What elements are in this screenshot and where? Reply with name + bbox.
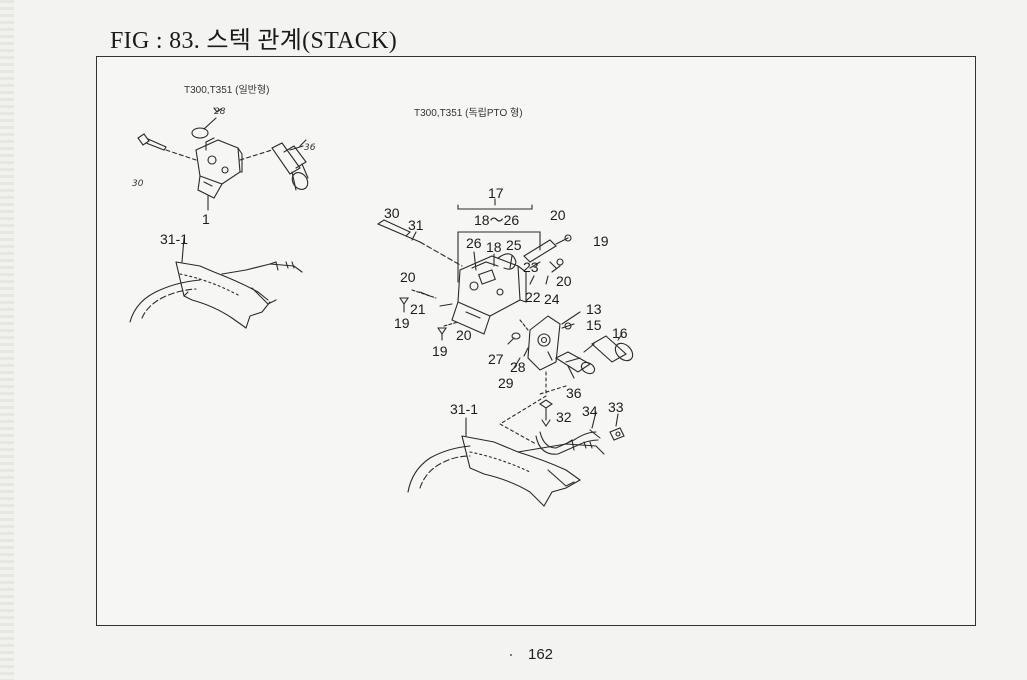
callout-28: 28	[510, 359, 526, 375]
left-diagram-caption: T300,T351 (일반형)	[184, 84, 269, 96]
callout-34: 34	[582, 403, 598, 419]
callout-36: 36	[566, 385, 582, 401]
callout-18: 18	[486, 239, 502, 255]
callout-left-28: 28	[214, 107, 226, 117]
callout-13: 13	[586, 301, 602, 317]
callout-left-36: 36	[304, 143, 316, 153]
callout-19-top: 19	[593, 233, 609, 249]
callout-left-30: 30	[132, 179, 144, 189]
binder-edge	[0, 0, 14, 680]
callout-21: 21	[410, 301, 426, 317]
callout-left-1: 1	[202, 211, 210, 227]
left-stack-assembly	[129, 107, 309, 329]
callout-20-top: 20	[550, 207, 566, 223]
callout-27: 27	[488, 351, 504, 367]
callout-24: 24	[544, 291, 560, 307]
callout-left-31-1: 31-1	[160, 231, 188, 247]
callout-23: 23	[523, 259, 539, 275]
callout-18-26: 18～26	[474, 212, 519, 228]
callout-19-bottom: 19	[432, 343, 448, 359]
callout-17: 17	[488, 185, 504, 201]
callout-26: 26	[466, 235, 482, 251]
callout-20-mid: 20	[556, 273, 572, 289]
figure-title: FIG : 83. 스텍 관계(STACK)	[110, 28, 398, 54]
diagram-frame	[96, 56, 976, 626]
callout-31-1: 31-1	[450, 401, 478, 417]
callout-20-left: 20	[400, 269, 416, 285]
callout-31: 31	[408, 217, 424, 233]
callout-33: 33	[608, 399, 624, 415]
callout-32: 32	[556, 409, 572, 425]
right-diagram-caption: T300,T351 (독립PTO 형)	[414, 106, 523, 119]
callout-30: 30	[384, 205, 400, 221]
page-dot	[510, 654, 512, 656]
callout-22: 22	[525, 289, 541, 305]
callout-20-bottom: 20	[456, 327, 472, 343]
callout-29: 29	[498, 375, 514, 391]
callout-25: 25	[506, 237, 522, 253]
callout-16: 16	[612, 325, 628, 341]
callout-19-left: 19	[394, 315, 410, 331]
page-number: 162	[528, 646, 554, 663]
right-stack-assembly-pto	[376, 198, 634, 507]
callout-15: 15	[586, 317, 602, 333]
